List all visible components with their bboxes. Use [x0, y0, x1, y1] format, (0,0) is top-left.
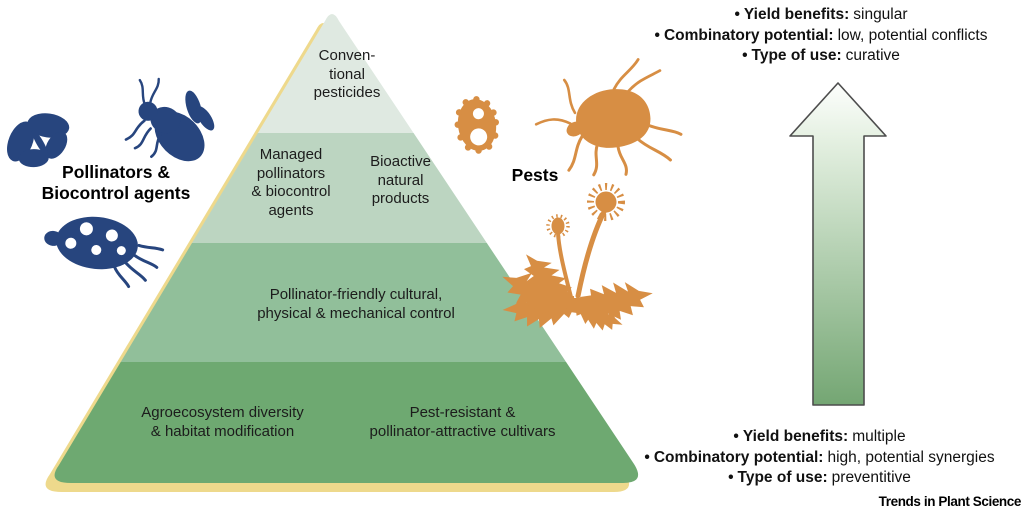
butterfly-icon	[7, 113, 70, 168]
journal-credit: Trends in Plant Science	[878, 494, 1022, 509]
pathogen-icon	[454, 96, 500, 154]
tier-2-right-label: Bioactive natural products	[370, 153, 431, 207]
pollinators-biocontrol-label: Pollinators & Biocontrol agents	[41, 162, 191, 203]
pyramid-tier-4	[54, 362, 639, 483]
annotation-line: •Type of use:preventitive	[728, 469, 911, 486]
bullet: •	[728, 469, 734, 486]
bottom-annotation: •Yield benefits:multiple •Combinatory po…	[615, 427, 1024, 489]
annotation-line: •Combinatory potential:high, potential s…	[644, 448, 995, 466]
bullet: •	[644, 448, 650, 466]
up-arrow	[789, 82, 887, 406]
pests-label: Pests	[511, 165, 559, 185]
bee-icon	[124, 77, 215, 162]
tier-4-left-label: Agroecosystem diversity & habitat modifi…	[141, 404, 304, 440]
top-annotation: •Yield benefits:singular •Combinatory po…	[618, 5, 1024, 67]
bullet: •	[742, 47, 748, 64]
tier-4-right-label: Pest-resistant & pollinator-attractive c…	[369, 404, 556, 440]
tier-3-label: Pollinator-friendly cultural, physical &…	[257, 286, 455, 322]
dandelion-icon	[502, 183, 653, 331]
annotation-line: •Combinatory potential:low, potential co…	[654, 26, 988, 44]
bullet: •	[733, 428, 739, 445]
bullet: •	[654, 26, 660, 44]
annotation-line: •Type of use:curative	[742, 47, 900, 64]
annotation-line: •Yield benefits:multiple	[733, 428, 906, 445]
tier-1-label: Conven- tional pesticides	[313, 47, 381, 101]
annotation-line: •Yield benefits:singular	[734, 6, 908, 23]
ladybug-icon	[44, 216, 165, 289]
tier-2-left-label: Managed pollinators & biocontrol agents	[251, 146, 331, 219]
bullet: •	[734, 6, 740, 23]
aphid-icon	[534, 58, 683, 177]
